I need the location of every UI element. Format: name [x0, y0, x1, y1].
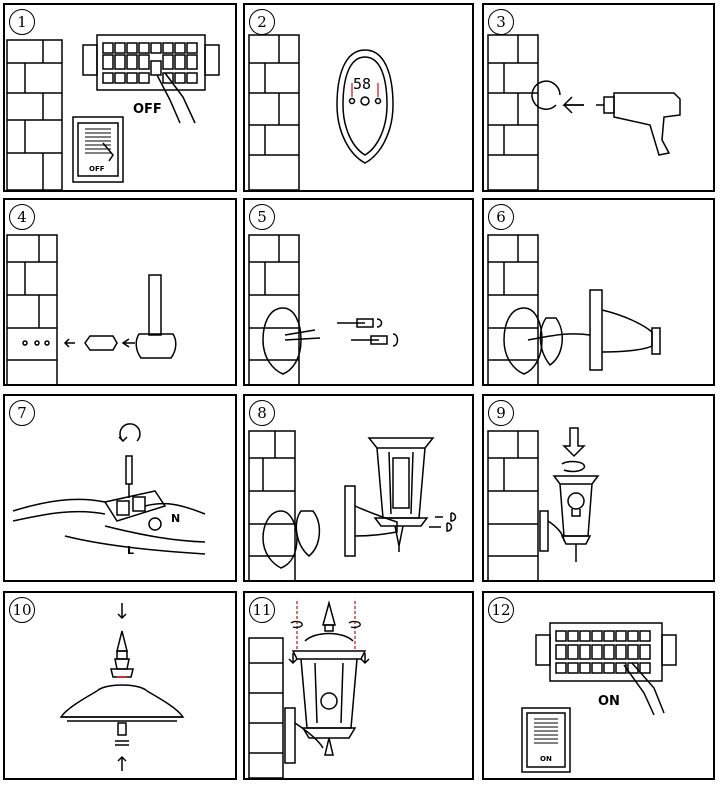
on-label-small: ON — [540, 755, 552, 763]
step-3-panel: 3 — [482, 3, 715, 192]
switch-on-illustration: ON ON — [521, 622, 677, 773]
step-number: 11 — [249, 597, 275, 623]
distance-label: 58 — [353, 75, 371, 93]
step-10-panel: 10 — [3, 591, 237, 780]
finial-cap-illustration — [59, 603, 185, 771]
step-number: 2 — [249, 9, 275, 35]
step-5-panel: 5 — [243, 198, 474, 386]
step-12-panel: 12 — [482, 591, 715, 780]
step-number: 3 — [488, 9, 514, 35]
step-number: 8 — [249, 400, 275, 426]
step-6-panel: 6 — [482, 198, 715, 386]
step-7-panel: 7 N L — [3, 394, 237, 582]
step-1-panel: 1 — [3, 3, 237, 192]
bulb-install-illustration — [487, 427, 600, 580]
step-8-panel: 8 — [243, 394, 474, 582]
plate-screws-illustration — [248, 234, 399, 384]
lantern-mounting-illustration — [248, 430, 457, 580]
step-number: 7 — [9, 400, 35, 426]
on-label: ON — [598, 694, 620, 709]
step-number: 4 — [9, 204, 35, 230]
off-label-small: OFF — [89, 165, 105, 173]
step-4-panel: 4 — [3, 198, 237, 386]
drilling-illustration — [487, 34, 681, 190]
step-number: 9 — [488, 400, 514, 426]
live-label: L — [127, 544, 134, 557]
off-label: OFF — [133, 102, 162, 117]
step-9-panel: 9 — [482, 394, 715, 582]
step-number: 12 — [488, 597, 514, 623]
neutral-label: N — [171, 512, 180, 525]
step-number: 1 — [9, 9, 35, 35]
step-number: 5 — [249, 204, 275, 230]
step-number: 10 — [9, 597, 35, 623]
mounting-plate-illustration: 58 — [248, 34, 394, 190]
step-number: 6 — [488, 204, 514, 230]
roof-assembly-illustration — [248, 600, 370, 778]
bracket-wiring-illustration — [487, 234, 661, 384]
step-11-panel: 11 — [243, 591, 474, 780]
step-2-panel: 2 58 — [243, 3, 474, 192]
anchor-hammer-illustration — [6, 234, 177, 384]
switch-off-illustration: OFF OFF — [6, 34, 220, 190]
wiring-terminal-illustration: N L — [12, 423, 206, 557]
